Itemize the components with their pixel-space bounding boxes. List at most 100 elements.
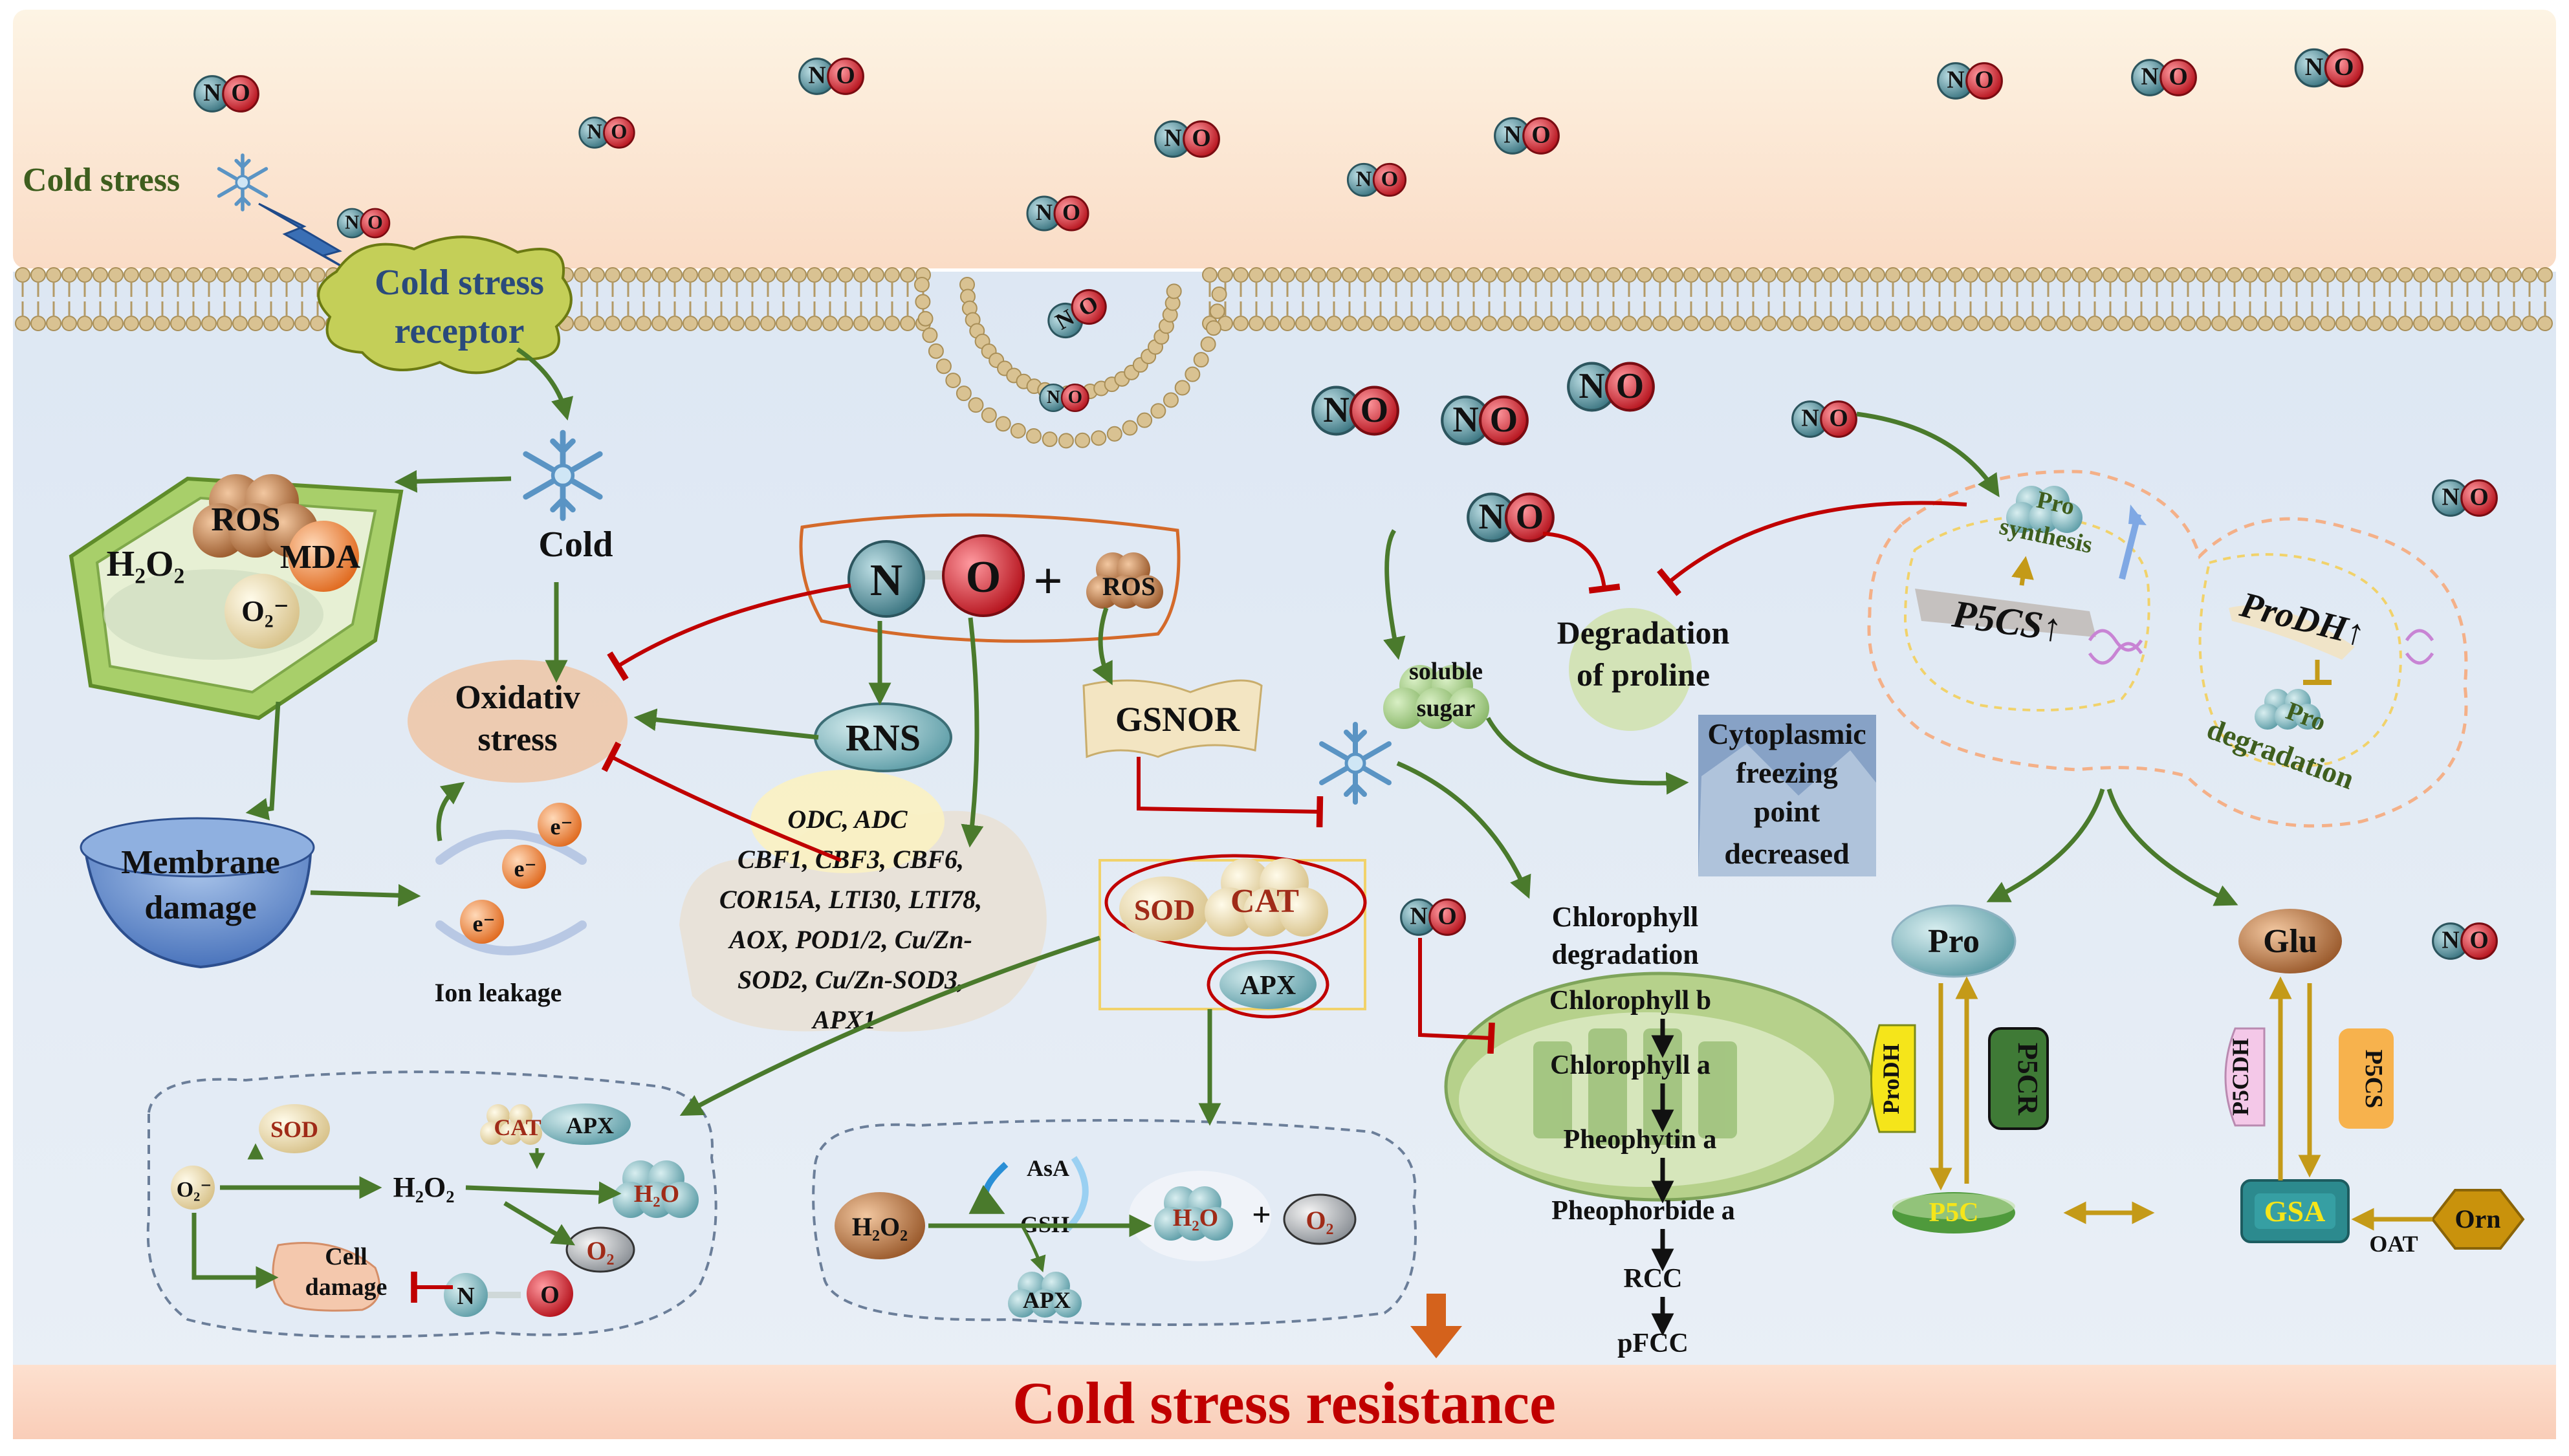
arrow-cell-membrane (245, 701, 281, 821)
electron-label: e⁻ (551, 814, 573, 840)
arrow-ion-oxidative (436, 781, 465, 842)
cycle-arrow (1065, 1156, 1089, 1232)
svg-text:N: N (1410, 903, 1427, 930)
o2-ball-2 (1283, 1193, 1357, 1245)
ion-leakage: e⁻ e⁻ e⁻ (435, 803, 587, 955)
svg-text:O: O (2169, 63, 2187, 91)
svg-text:N: N (1801, 405, 1819, 432)
svg-text:receptor: receptor (394, 311, 524, 351)
svg-text:N: N (1164, 125, 1181, 152)
plus-label: + (1033, 553, 1063, 610)
arrow-sod-panel (679, 935, 1101, 1116)
svg-text:O: O (1192, 125, 1210, 152)
cycle-arrow (968, 1162, 1009, 1214)
arrow-cold-cell (394, 470, 512, 493)
arrow-to-glu (2106, 788, 2238, 906)
p5cs-box (2339, 1028, 2394, 1129)
oxidative-stress-glow (408, 660, 628, 783)
electron-label: e⁻ (473, 911, 496, 937)
svg-text:N: N (2442, 484, 2459, 511)
svg-text:O: O (2469, 927, 2488, 954)
soluble-sugar (1383, 665, 1489, 729)
svg-text:N: N (2305, 52, 2324, 81)
cat-apx-cluster (480, 1103, 631, 1145)
svg-text:SOD2, Cu/Zn-SOD3,: SOD2, Cu/Zn-SOD3, (738, 965, 964, 994)
svg-text:Pheophorbide a: Pheophorbide a (1551, 1196, 1735, 1226)
sod-label-small: SOD (270, 1116, 318, 1142)
cell-damage-blob (272, 1242, 381, 1312)
superoxide-ball (224, 574, 300, 649)
p5cs-arrow (2011, 556, 2034, 586)
svg-text:O: O (1829, 405, 1848, 432)
arrow-h2o2-o2 (503, 1201, 576, 1246)
h2o2-ball-label: H₂O₂ (852, 1212, 908, 1241)
arrow-no-genes (961, 617, 984, 848)
ion-leakage-label: Ion leakage (435, 978, 562, 1007)
up-arrow-synthesis (2119, 513, 2141, 580)
pro-synthesis-cluster (2006, 486, 2083, 533)
svg-text:N: N (1323, 390, 1349, 430)
svg-text:O: O (2469, 484, 2488, 511)
cell-damage-label-2: damage (305, 1274, 388, 1301)
svg-text:N: N (587, 120, 602, 144)
cat-label-small: CAT (494, 1114, 541, 1140)
glu-oval (2238, 909, 2342, 973)
h2o-cluster-2 (1154, 1186, 1233, 1241)
svg-text:Chlorophyll a: Chlorophyll a (1550, 1050, 1711, 1080)
arrow-membrane-ion (310, 884, 421, 907)
prodh-label: ProDH (1878, 1043, 1904, 1114)
h2o2-label: H₂O₂ (107, 544, 185, 584)
svg-text:freezing: freezing (1736, 756, 1838, 789)
svg-text:O: O (540, 1281, 560, 1309)
svg-text:O: O (966, 552, 1001, 602)
proline-blob (1569, 608, 1692, 731)
chl-deg-label-1: Chlorophyll (1552, 901, 1699, 933)
svg-text:N: N (1579, 366, 1604, 406)
svg-text:O: O (1361, 390, 1389, 430)
up-arrow-head (2128, 505, 2147, 525)
ros-cluster-small (1086, 552, 1163, 609)
arrow-cold-chlorophyll (1396, 761, 1531, 899)
p5c-highlight (1892, 1193, 2015, 1219)
apx-small-label: APX (1023, 1287, 1071, 1313)
h2o-cluster (613, 1160, 699, 1218)
sod-cat-ring (1104, 854, 1367, 951)
gsa-label: GSA (2264, 1195, 2326, 1228)
svg-text:N: N (1356, 168, 1372, 191)
svg-text:Cold stress: Cold stress (375, 263, 544, 303)
arrow-no-sugar (1383, 529, 1406, 660)
svg-text:N: N (203, 80, 221, 107)
gsnor-scroll (1082, 679, 1263, 759)
arrow-sugar-freezing (1485, 717, 1689, 795)
svg-text:N: N (457, 1283, 474, 1310)
apx-blob (1219, 960, 1317, 1009)
cell-damage-label-1: Cell (325, 1243, 367, 1270)
svg-text:Chlorophyll b: Chlorophyll b (1549, 986, 1711, 1016)
svg-text:O: O (231, 80, 250, 107)
arrow-o2-cell-damage (191, 1213, 279, 1289)
membrane-damage: Membrane damage (80, 817, 315, 969)
resistance-band (13, 1365, 2556, 1439)
cat-label: CAT (1230, 883, 1299, 920)
h2o-label: H₂O (634, 1180, 680, 1208)
oxidative-stress-label-2: stress (477, 721, 557, 758)
svg-text:decreased: decreased (1724, 837, 1850, 870)
svg-text:O: O (1490, 400, 1518, 440)
orn-label: Orn (2454, 1204, 2500, 1233)
svg-text:O: O (1381, 168, 1399, 191)
inhibit-gsnor-cold (1137, 757, 1324, 828)
p5c-label: P5C (1929, 1198, 1979, 1228)
inhibit-no-degradation (1542, 532, 1621, 594)
svg-text:O: O (1438, 903, 1456, 930)
